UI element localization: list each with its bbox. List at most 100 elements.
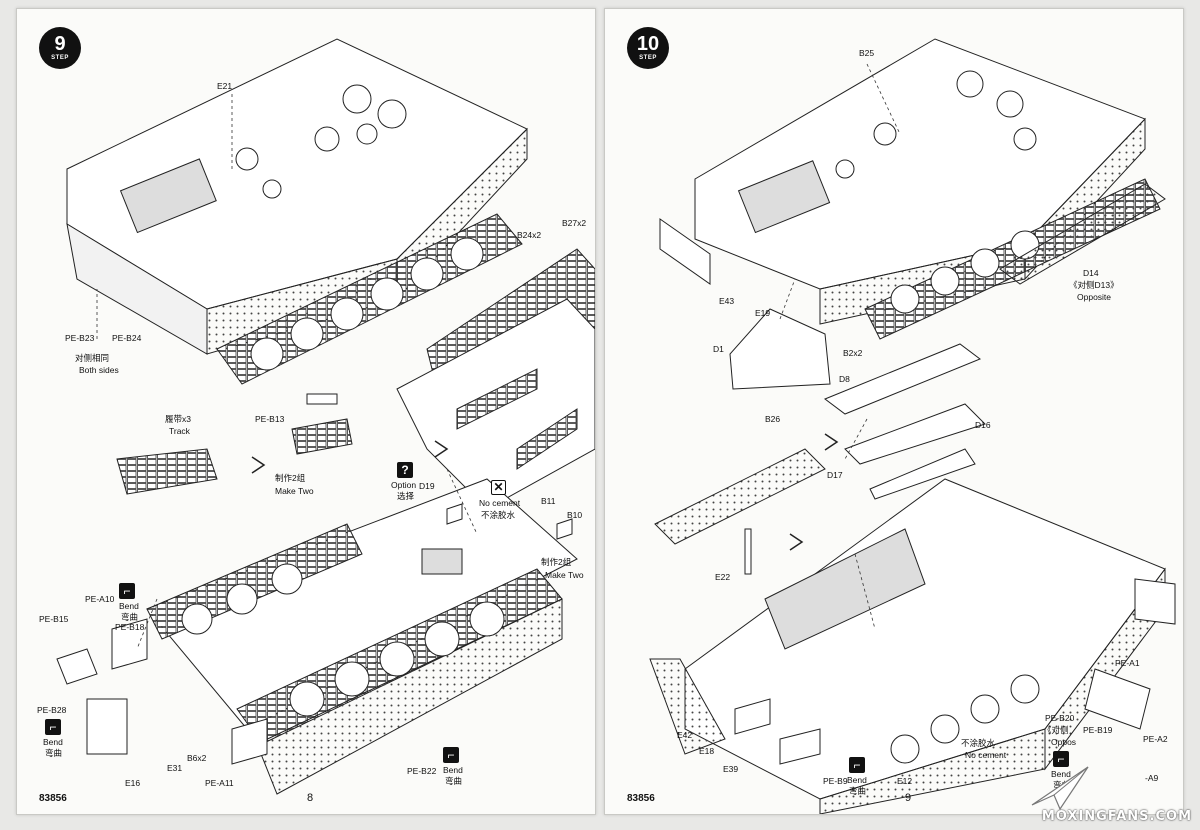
side-track-assembly — [396, 248, 595, 510]
dashed-arrow-icon — [789, 433, 839, 551]
part-label-pe-b18: PE-B18 — [115, 622, 145, 632]
part-label-e16: E16 — [125, 778, 141, 788]
page-number: 8 — [307, 792, 314, 804]
part-label-e22: E22 — [715, 572, 731, 582]
note-bend-en-2: Bend — [43, 737, 63, 747]
step-word: STEP — [639, 55, 657, 61]
step-9-assembly-drawing — [56, 38, 595, 795]
kit-code: 83856 — [39, 793, 67, 804]
step-word: STEP — [51, 55, 69, 61]
part-label-e12: E12 — [897, 776, 913, 786]
note-bend-cn-1: 弯曲 — [849, 786, 867, 796]
part-label-pe-b9: PE-B9 — [823, 776, 848, 786]
step-badge-icon: 10 STEP — [627, 27, 669, 69]
note-no-cement-cn: 不涂胶水 — [961, 738, 996, 748]
part-label-b26: B26 — [765, 414, 781, 424]
part-label-e21: E21 — [217, 81, 233, 91]
part-label-d14: D14 — [1083, 268, 1099, 278]
cross-box-icon: ✕ — [491, 480, 506, 495]
part-label-e18: E18 — [699, 746, 715, 756]
part-label-e43: E43 — [719, 296, 735, 306]
part-label-e42: E42 — [677, 730, 693, 740]
part-label-b27: B27x2 — [562, 218, 587, 228]
step-number: 9 — [54, 33, 66, 55]
instruction-page-right: 10 STEP B25 D14 《对侧D13》 Opposite E43 E19… — [604, 8, 1184, 815]
assembly-guides — [779, 63, 901, 630]
note-bend-en-1: Bend — [847, 775, 867, 785]
site-watermark: MOXINGFANS.COM — [1041, 809, 1192, 824]
upper-tracks — [216, 213, 523, 385]
note-track-cn: 履带x3 — [165, 414, 191, 424]
note-make-two-en: Make Two — [275, 486, 314, 496]
note-both-sides-cn: 对侧相同 — [75, 353, 110, 363]
bend-icon: ⌐ — [849, 757, 865, 773]
part-label-d19: D19 — [419, 481, 435, 491]
lower-vehicle — [649, 478, 1176, 814]
part-label-b25: B25 — [859, 48, 875, 58]
kit-code: 83856 — [627, 793, 655, 804]
part-label-pe-b13: PE-B13 — [255, 414, 285, 424]
note-make-two-en-2: Make Two — [545, 570, 584, 580]
part-label-pe-a2: PE-A2 — [1143, 734, 1168, 744]
note-option-en: Option — [391, 480, 417, 490]
assembly-guides — [96, 94, 478, 650]
upper-vehicle — [694, 38, 1166, 340]
note-bend-en-3: Bend — [443, 765, 463, 775]
part-label-d16: D16 — [975, 420, 991, 430]
note-track-en: Track — [169, 426, 190, 436]
page-number: 9 — [905, 792, 912, 804]
part-label-b24: B24x2 — [517, 230, 542, 240]
note-bend-en-2: Bend — [1051, 769, 1071, 779]
dashed-arrow-icon — [251, 440, 449, 474]
side-skirts — [659, 218, 831, 390]
step-badge-icon: 9 STEP — [39, 27, 81, 69]
part-label-pe-a10: PE-A10 — [85, 594, 115, 604]
part-label-b2: B2x2 — [843, 348, 863, 358]
part-label-e31: E31 — [167, 763, 183, 773]
part-label-pe-b20: PE-B20 — [1045, 713, 1075, 723]
note-make-two-cn-2: 制作2组 — [541, 557, 572, 567]
note-make-two-cn: 制作2组 — [275, 473, 306, 483]
bend-icon: ⌐ — [119, 583, 135, 599]
part-label-pe-b23: PE-B23 — [65, 333, 95, 343]
part-label-pe-b15: PE-B15 — [39, 614, 69, 624]
part-label-pe-a9: -A9 — [1145, 773, 1159, 783]
part-label-b6: B6x2 — [187, 753, 207, 763]
upper-hull — [66, 38, 528, 355]
note-bend-cn-3: 弯曲 — [445, 776, 463, 786]
question-mark-icon: ? — [397, 462, 413, 478]
part-label-pe-b28: PE-B28 — [37, 705, 67, 715]
part-label-d17: D17 — [827, 470, 843, 480]
note-bend-cn-1: 弯曲 — [121, 612, 139, 622]
part-label-pe-b24: PE-B24 — [112, 333, 142, 343]
part-label-pe-b22: PE-B22 — [407, 766, 437, 776]
instruction-page-left: 9 STEP E21 PE-B23 PE-B24 对侧相同 Both sides… — [16, 8, 596, 815]
step-number: 10 — [636, 33, 660, 55]
bend-icon: ⌐ — [45, 719, 61, 735]
part-label-pe-a1: PE-A1 — [1115, 658, 1140, 668]
track-link-parts — [116, 393, 353, 495]
note-opposite-cn-2: 《对侧 — [1043, 725, 1069, 735]
note-opposite-en: Opposite — [1077, 292, 1112, 302]
note-opposite-en-2: Oppos — [1051, 737, 1077, 747]
part-label-e19: E19 — [755, 308, 771, 318]
note-no-cement-cn: 不涂胶水 — [481, 510, 516, 520]
paper-plane-logo — [1031, 766, 1089, 810]
note-option-cn: 选择 — [397, 491, 415, 501]
note-no-cement-en: No cement — [479, 498, 521, 508]
part-label-d8: D8 — [839, 374, 850, 384]
lower-chassis — [146, 478, 578, 795]
part-label-pe-a11: PE-A11 — [205, 778, 234, 788]
part-label-pe-b19: PE-B19 — [1083, 725, 1113, 735]
note-opposite-cn: 《对侧D13》 — [1069, 280, 1119, 290]
bend-icon: ⌐ — [443, 747, 459, 763]
step-10-assembly-drawing — [649, 38, 1176, 814]
note-bend-en-1: Bend — [119, 601, 139, 611]
small-parts — [56, 503, 573, 765]
part-label-b10: B10 — [567, 510, 583, 520]
part-label-b11: B11 — [541, 496, 556, 506]
note-bend-cn-2: 弯曲 — [45, 748, 63, 758]
part-label-d1: D1 — [713, 344, 724, 354]
bend-icon: ⌐ — [1053, 751, 1069, 767]
part-label-e39: E39 — [723, 764, 739, 774]
